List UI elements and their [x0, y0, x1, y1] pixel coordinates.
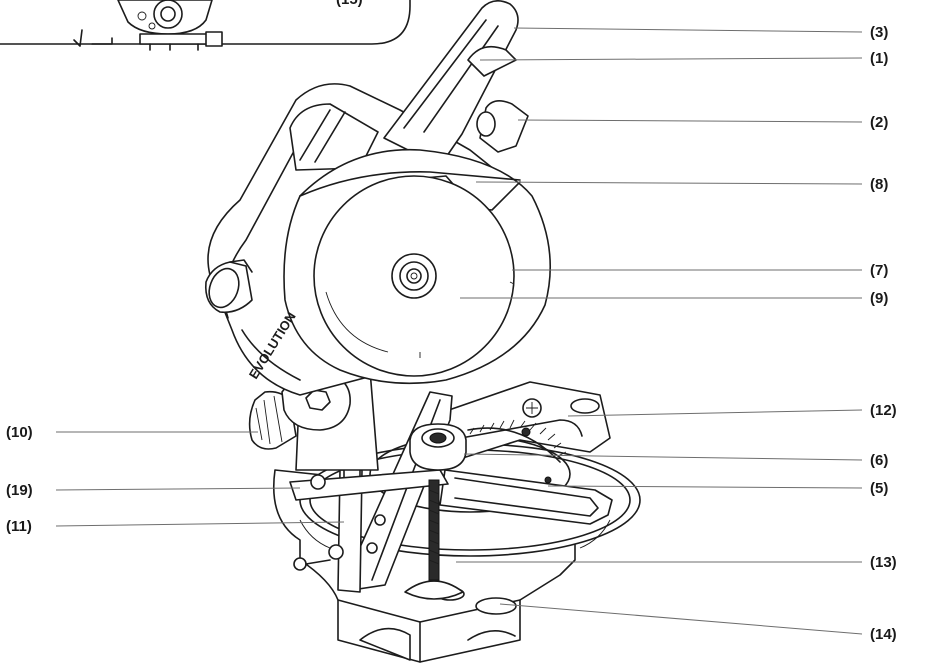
inset-border	[0, 0, 411, 45]
callout-6: (6)	[870, 452, 888, 469]
leader-2	[517, 119, 863, 123]
blade-assembly	[283, 148, 552, 385]
pivot-post	[281, 369, 379, 471]
callout-9: (9)	[870, 290, 888, 307]
callout-8: (8)	[870, 176, 888, 193]
leader-5	[547, 485, 863, 489]
callout-2: (2)	[870, 114, 888, 131]
leader-lines	[55, 27, 863, 635]
leader-19	[55, 487, 301, 491]
leader-11	[55, 521, 345, 527]
callout-12: (12)	[870, 402, 897, 419]
callout-14: (14)	[870, 626, 897, 643]
callout-labels: (3) (1) (2) (8) (7) (9) (12) (10) (6) (1…	[6, 24, 897, 643]
leader-8	[475, 181, 863, 185]
saw-blade	[313, 175, 515, 377]
callout-5: (5)	[870, 480, 888, 497]
callout-7: (7)	[870, 262, 888, 279]
leader-3	[513, 27, 863, 33]
callout-3: (3)	[870, 24, 888, 41]
base-handle-hole	[475, 597, 517, 615]
callout-1: (1)	[870, 50, 888, 67]
callout-10: (10)	[6, 424, 33, 441]
operating-handle	[383, 0, 529, 167]
mitre-scale-arm	[419, 381, 611, 463]
clamp-screw	[428, 479, 440, 581]
leader-14	[499, 603, 863, 635]
leader-12	[567, 409, 863, 417]
callout-19: (19)	[6, 482, 33, 499]
base-screws	[328, 514, 386, 560]
leader-6	[463, 453, 863, 461]
dust-port	[204, 259, 253, 314]
hold-down-clamp	[289, 423, 467, 600]
saw-illustration: EVOLUTION	[204, 0, 641, 663]
callout-13: (13)	[870, 554, 897, 571]
inset-panel: (15)	[0, 0, 411, 51]
mitre-handle	[439, 469, 613, 525]
scale-ticks	[469, 419, 567, 457]
inset-saw-sketch	[73, 0, 223, 51]
callout-11: (11)	[6, 518, 32, 535]
inset-label: (15)	[336, 0, 363, 8]
leader-1	[479, 57, 863, 61]
